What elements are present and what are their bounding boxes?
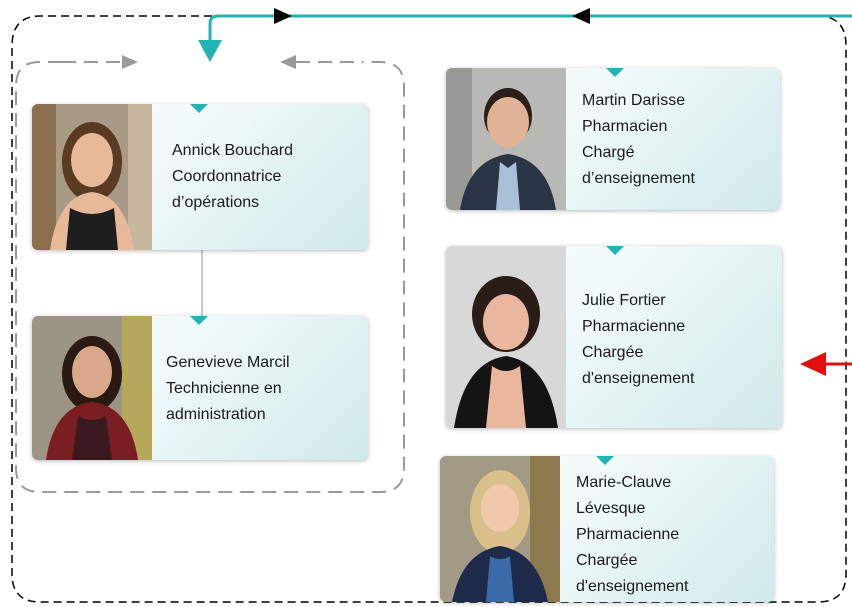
red-arrowhead (800, 352, 826, 376)
person-title-line: administration (166, 406, 266, 423)
person-photo-martin (446, 68, 566, 210)
person-card-martin[interactable]: Martin Darisse Pharmacien Chargé d’ensei… (446, 68, 780, 210)
person-title-line: d'enseignement (582, 370, 695, 387)
right-arrowhead (274, 8, 292, 24)
card-notch (606, 68, 624, 77)
person-title-line: d’enseignement (582, 170, 695, 187)
person-card-genevieve[interactable]: Genevieve Marcil Technicienne en adminis… (32, 316, 368, 460)
gray-arrowhead-right (122, 55, 138, 69)
teal-top-connector (208, 14, 852, 46)
person-card-annick[interactable]: Annick Bouchard Coordonnatrice d’opérati… (32, 104, 368, 250)
person-title-line: Chargé (582, 144, 635, 161)
left-arrowhead (572, 8, 590, 24)
person-title-line: Pharmacienne (576, 526, 680, 543)
person-title-line: d'enseignement (576, 578, 689, 595)
person-title-line: Lévesque (576, 500, 646, 517)
person-title-line: Chargée (582, 344, 644, 361)
person-name: Marie-Clauve (576, 474, 672, 491)
person-photo-genevieve (32, 316, 152, 460)
person-card-julie[interactable]: Julie Fortier Pharmacienne Chargée d'ens… (446, 246, 782, 428)
person-name: Genevieve Marcil (166, 354, 290, 371)
person-name: Julie Fortier (582, 292, 666, 309)
gray-arrowhead-left (280, 55, 296, 69)
inner-dashed-frame (15, 61, 405, 493)
person-name: Annick Bouchard (172, 142, 293, 159)
card-notch (596, 456, 614, 465)
outer-dashed-frame (11, 15, 847, 603)
person-title-line: Technicienne en (166, 380, 282, 397)
person-photo-annick (32, 104, 152, 250)
card-notch (190, 104, 208, 113)
person-photo-marie-clauve (440, 456, 560, 602)
person-title-line: d’opérations (172, 194, 260, 211)
person-title-line: Chargée (576, 552, 638, 569)
person-photo-julie (446, 246, 566, 428)
person-name: Martin Darisse (582, 92, 686, 109)
card-notch (606, 246, 624, 255)
teal-down-arrowhead (198, 40, 222, 62)
person-title-line: Coordonnatrice (172, 168, 282, 185)
person-title-line: Pharmacien (582, 118, 668, 135)
person-card-marie-clauve[interactable]: Marie-Clauve Lévesque Pharmacienne Charg… (440, 456, 774, 602)
person-title-line: Pharmacienne (582, 318, 686, 335)
card-notch (190, 316, 208, 325)
